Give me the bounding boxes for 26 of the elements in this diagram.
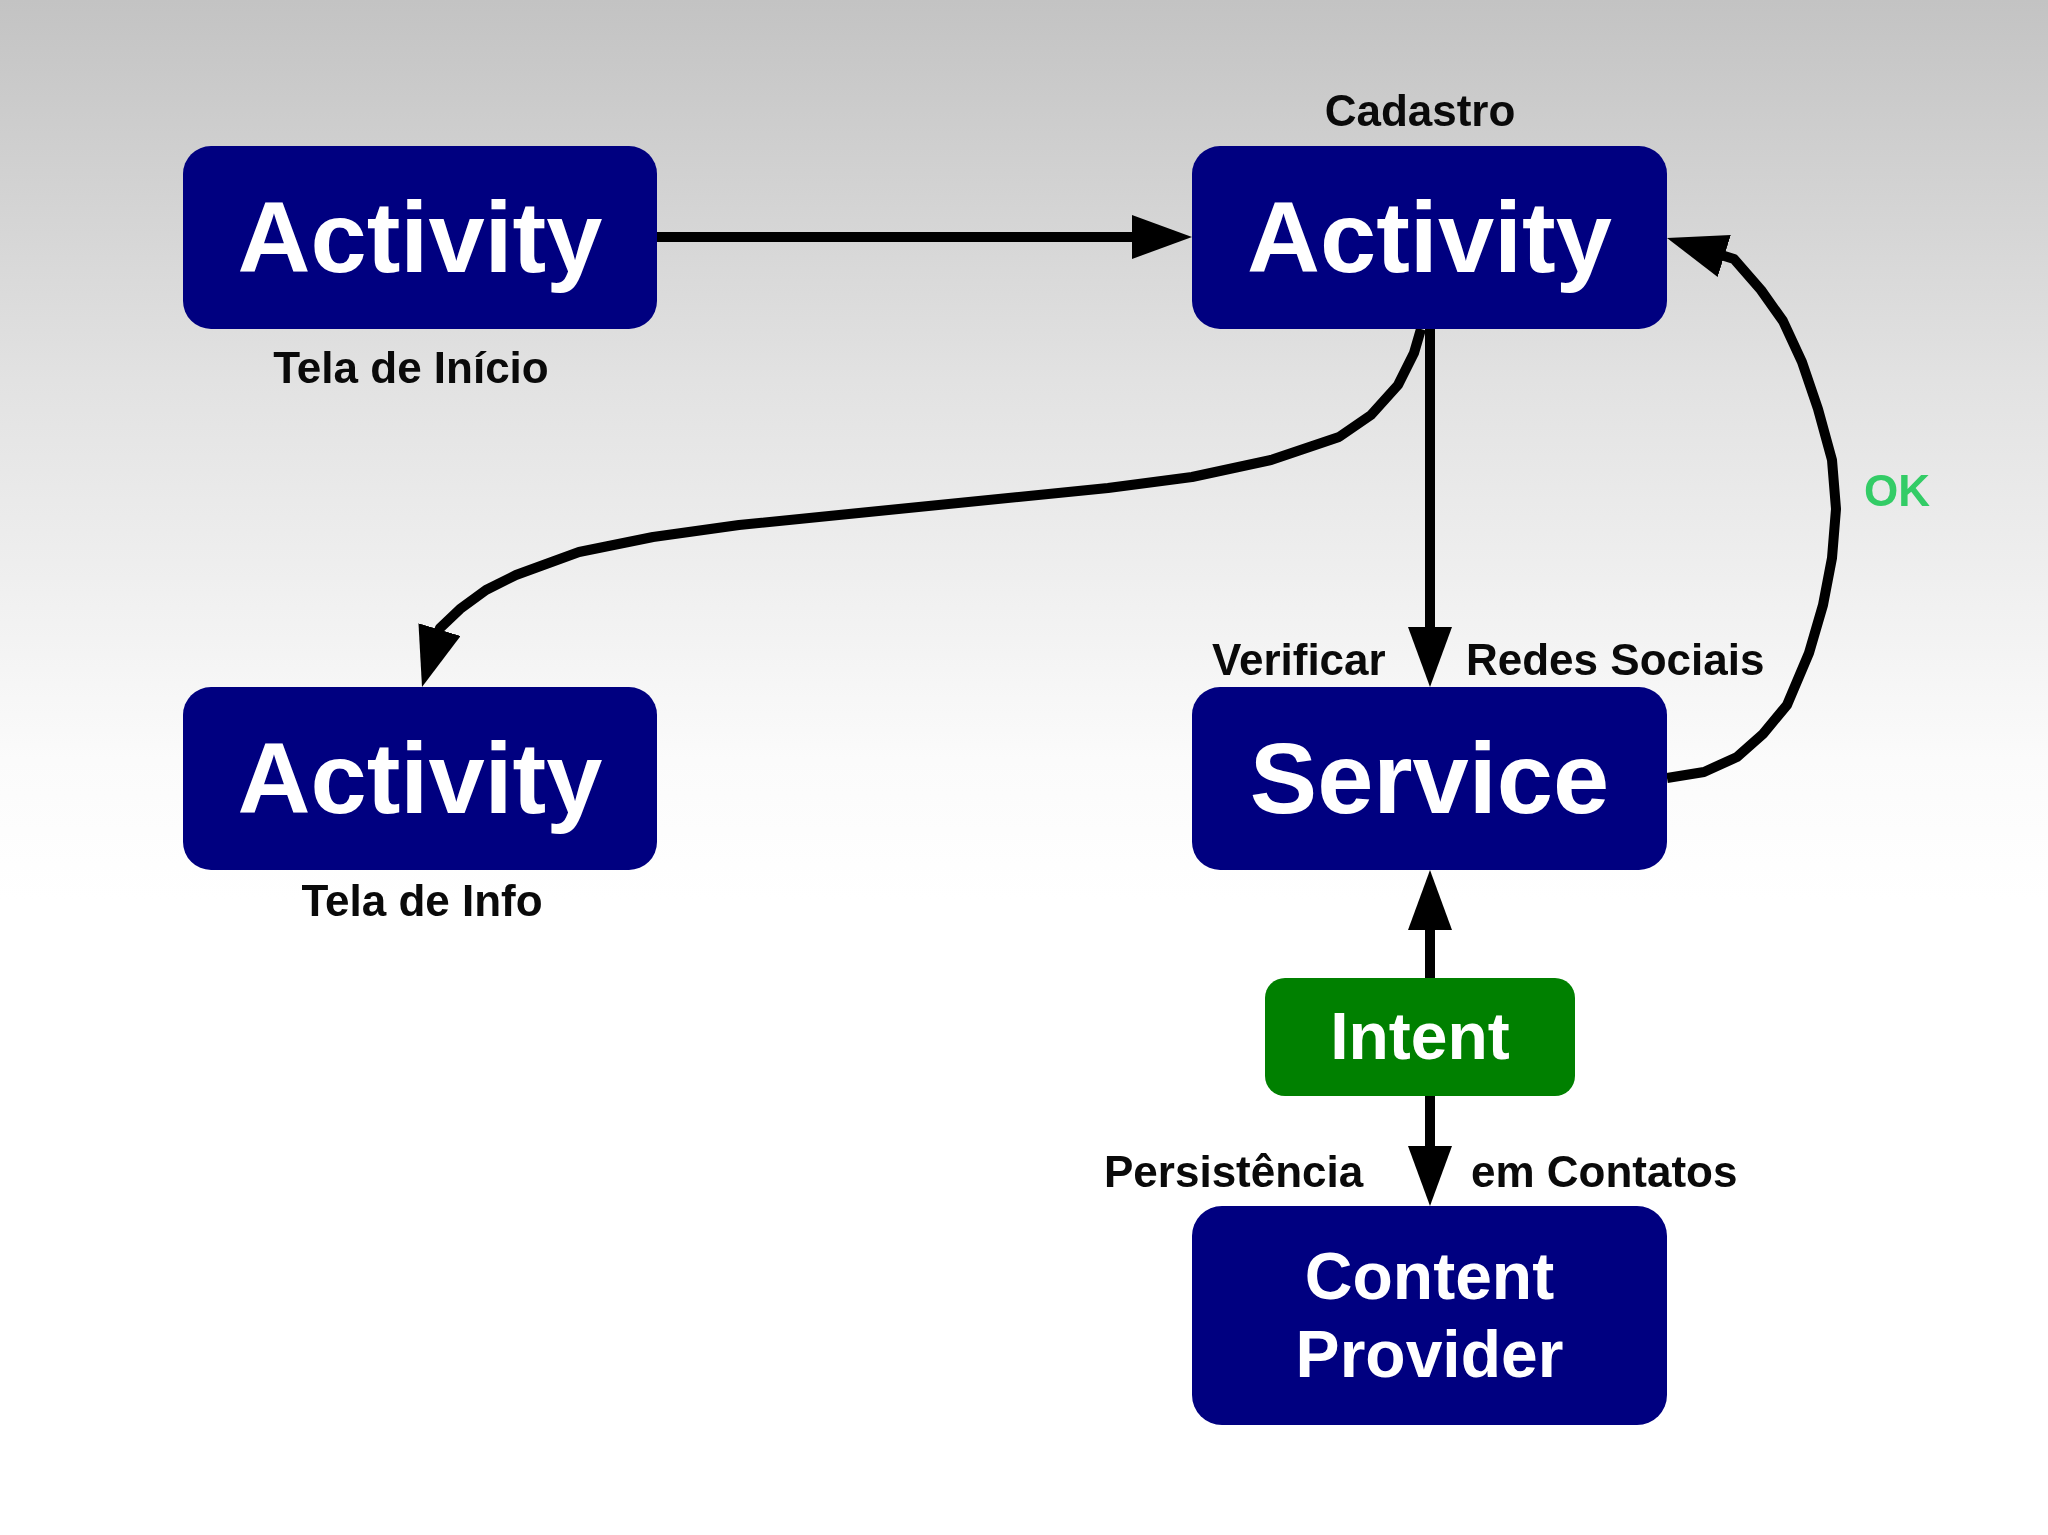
provider-box	[1192, 1206, 1667, 1425]
arrow	[417, 327, 1426, 689]
arrow	[657, 215, 1192, 259]
annotation-text: Redes Sociais	[1466, 635, 1765, 686]
arrow	[1408, 1096, 1452, 1206]
activity-box	[183, 687, 657, 870]
activity-box	[183, 146, 657, 329]
annotation-text: em Contatos	[1471, 1147, 1738, 1198]
edge-label: OK	[1864, 466, 1930, 517]
node-title: Activity	[237, 179, 603, 295]
arrow	[1408, 329, 1452, 687]
node-title: Intent	[1330, 998, 1510, 1076]
node-caption: Cadastro	[1323, 86, 1517, 137]
annotation-text: Persistência	[1104, 1147, 1364, 1198]
arrow	[1665, 233, 1841, 783]
intent-box	[1265, 978, 1575, 1096]
node-title: Activity	[237, 720, 603, 836]
node-title: Content Provider	[1294, 1237, 1565, 1393]
node-title: Activity	[1247, 179, 1612, 295]
service-box	[1192, 687, 1667, 870]
node-title: Service	[1249, 720, 1610, 836]
annotation-text: Verificar	[1212, 635, 1386, 686]
node-caption: Tela de Info	[300, 876, 544, 927]
node-caption: Tela de Início	[272, 343, 550, 394]
activity-box	[1192, 146, 1667, 329]
arrow	[1408, 870, 1452, 978]
